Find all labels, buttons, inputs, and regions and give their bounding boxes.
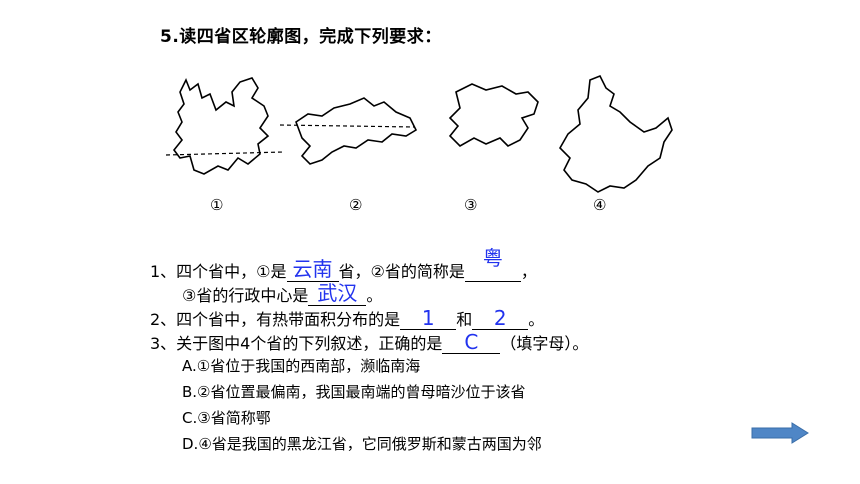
- q3-prefix: 3、关于图中4个省的下列叙述，正确的是: [150, 334, 443, 353]
- q1-middle: 省，②省的简称是: [338, 262, 465, 281]
- question-title: 5.读四省区轮廓图，完成下列要求：: [160, 27, 442, 47]
- option-b: B.②省位置最偏南，我国最南端的曾母暗沙位于该省: [182, 383, 526, 401]
- map-label-4: ④: [593, 196, 607, 214]
- question-1-line-1: 1、四个省中，①是云南 省，②省的简称是粤 ，: [150, 246, 537, 282]
- province-outline-maps: [165, 74, 673, 193]
- q1-line2-prefix: ③省的行政中心是: [182, 286, 309, 305]
- option-a: A.①省位于我国的西南部，濒临南海: [182, 357, 421, 375]
- question-2: 2、四个省中，有热带面积分布的是 1 和 2 。: [150, 306, 544, 330]
- q1-answer-3: 武汉: [317, 281, 358, 305]
- question-3: 3、关于图中4个省的下列叙述，正确的是 C （填字母）。: [150, 330, 588, 354]
- q2-answer-1: 1: [421, 306, 435, 330]
- q1-blank-1: 云南: [286, 257, 339, 282]
- q2-blank-2: 2: [472, 306, 529, 330]
- option-c: C.③省简称鄂: [182, 409, 271, 427]
- q3-answer: C: [464, 330, 479, 354]
- province-outline-1: [172, 77, 270, 175]
- q1-blank-3: 武汉: [308, 281, 367, 306]
- q1-answer-1: 云南: [292, 257, 333, 281]
- province-outline-4: [559, 74, 673, 193]
- option-d: D.④省是我国的黑龙江省，它同俄罗斯和蒙古两国为邻: [182, 435, 542, 453]
- q1-prefix: 1、四个省中，①是: [150, 262, 287, 281]
- q2-suffix: 。: [528, 310, 545, 329]
- q2-blank-1: 1: [400, 306, 457, 330]
- map-label-3: ③: [464, 196, 478, 214]
- q2-answer-2: 2: [493, 306, 507, 330]
- map-label-1: ①: [210, 196, 224, 214]
- q3-suffix: （填字母）。: [500, 334, 589, 353]
- question-1-line-2: ③省的行政中心是武汉 。: [182, 281, 383, 306]
- q2-middle: 和: [456, 310, 473, 329]
- q1-answer-2: 粤: [482, 246, 503, 270]
- next-arrow-icon[interactable]: [750, 421, 810, 445]
- q3-blank: C: [442, 330, 501, 354]
- map-label-2: ②: [349, 196, 363, 214]
- q1-blank-2: 粤: [464, 246, 521, 282]
- q1-line2-suffix: 。: [366, 286, 383, 305]
- province-outline-3: [448, 83, 539, 147]
- q1-suffix: ，: [520, 262, 537, 281]
- province-outline-2: [295, 97, 418, 165]
- q2-prefix: 2、四个省中，有热带面积分布的是: [150, 310, 401, 329]
